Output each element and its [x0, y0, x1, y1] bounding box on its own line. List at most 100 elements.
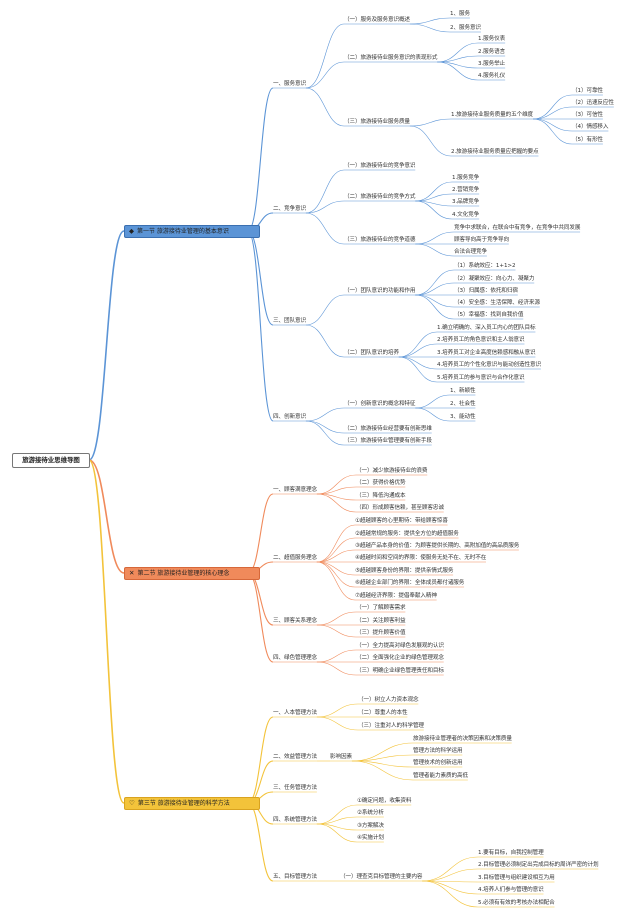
node-b3[interactable]: 三、顾客关系理念 — [273, 618, 317, 624]
node-a1-1-1[interactable]: 1、服务 — [450, 11, 470, 17]
node-c2-1-3[interactable]: 管理技术的创新运用 — [413, 760, 463, 766]
node-a1-2-2[interactable]: 2.服务语言 — [478, 49, 506, 55]
node-b2-2[interactable]: ②超越常规的服务：提供全方位的超值服务 — [355, 531, 459, 537]
node-a2-1[interactable]: （一）旅游接待业的竞争意识 — [344, 163, 416, 169]
node-a1[interactable]: 一、服务意识 — [273, 81, 306, 87]
node-c1-2[interactable]: （二）尊重人的本性 — [358, 710, 408, 716]
node-b2-6[interactable]: ⑥超越企业部门的界限：全体成员都付诸服务 — [355, 580, 465, 586]
connector-line — [88, 230, 125, 461]
node-b4-2[interactable]: （二）全面强化企业的绿色管理观念 — [356, 655, 444, 661]
connector-line — [88, 459, 125, 574]
node-b2-4[interactable]: ④超越时间和空间的界限：使服务无处不在、无时不在 — [355, 555, 487, 561]
node-b2-7[interactable]: ⑦超越经济界限：提倡奉献入精神 — [355, 593, 437, 599]
node-c2-1[interactable]: 影响因素 — [330, 754, 352, 760]
node-c5-1-3[interactable]: 3.目标管理与组织建设相互为用 — [478, 875, 555, 881]
node-c5-1-4[interactable]: 4.培养人们参与管理的意识 — [478, 887, 544, 893]
node-a3-1-5[interactable]: （5）幸福感：找到自我价值 — [454, 312, 524, 318]
node-c2-1-1[interactable]: 旅游接待业管理者的决策因素和决策质量 — [413, 736, 512, 742]
node-a2[interactable]: 二、竞争意识 — [273, 206, 306, 212]
node-a3-1-1[interactable]: （1）系统效应：1+1>2 — [454, 263, 516, 269]
node-c4-1[interactable]: ①确定问题，收集资料 — [357, 798, 412, 804]
node-a2-3[interactable]: （三）旅游接待业的竞争道德 — [344, 237, 416, 243]
node-a1-3-1-2[interactable]: （2）迅速反应性 — [572, 100, 614, 106]
node-a3[interactable]: 三、团队意识 — [273, 318, 306, 324]
node-a4-3[interactable]: （三）旅游接待业管理要有创新手段 — [344, 438, 432, 444]
node-a2-3-2[interactable]: 顾客导向高于竞争导向 — [454, 237, 509, 243]
node-a4-1[interactable]: （一）创新意识的概念和特征 — [344, 401, 416, 407]
node-c4-4[interactable]: ④实施计划 — [357, 835, 384, 841]
node-b4[interactable]: 四、绿色管理理念 — [273, 655, 317, 661]
node-a4-2[interactable]: （二）旅游接待业经营要有创新思维 — [344, 426, 432, 432]
node-b4-3[interactable]: （三）明确企业绿色管理责任和目标 — [356, 668, 444, 674]
node-a4[interactable]: 四、创新意识 — [273, 414, 306, 420]
node-a1-3-1-1[interactable]: （1）可靠性 — [572, 88, 603, 94]
node-c4[interactable]: 四、系统管理方法 — [273, 817, 317, 823]
connector-line — [305, 294, 345, 326]
node-b1-3[interactable]: （三）降低沟通成本 — [356, 493, 406, 499]
node-c1[interactable]: 一、人本管理方法 — [273, 710, 317, 716]
node-a2-2-2[interactable]: 2.营销竞争 — [452, 187, 480, 193]
node-a2-3-3[interactable]: 合法合理竞争 — [454, 249, 487, 255]
node-a1-2-3[interactable]: 3.服务举止 — [478, 61, 506, 67]
connector-line — [316, 804, 358, 825]
node-c5-1[interactable]: （一）理查克目标管理的主要内容 — [340, 874, 423, 880]
node-a3-1-3[interactable]: （3）归属感：依托和归宿 — [454, 288, 518, 294]
node-c5-1-5[interactable]: 5.必须有有效的考核办法相配合 — [478, 900, 555, 906]
section-2-node[interactable]: ✕第二节 旅游接待业管理的核心理念 — [124, 567, 260, 580]
node-b2-1[interactable]: ①超越顾客的心里期待：带给顾客惊喜 — [355, 518, 448, 524]
node-a3-2-3[interactable]: 3.培养员工对企业高度信赖感和融从意识 — [437, 350, 536, 356]
node-a1-3-1-4[interactable]: （4）情感移入 — [572, 124, 609, 130]
node-a3-2-1[interactable]: 1.确立明确的、深入员工内心的团队目标 — [437, 325, 536, 331]
node-a1-1[interactable]: （一）服务及服务意识概述 — [344, 17, 410, 23]
node-a2-2-4[interactable]: 4.文化竞争 — [452, 212, 480, 218]
node-a1-2-1[interactable]: 1.服务仪表 — [478, 36, 506, 42]
node-c3[interactable]: 三、任务管理方法 — [273, 785, 317, 791]
node-b2[interactable]: 二、超值服务理念 — [273, 555, 317, 561]
node-a4-1-1[interactable]: 1、新颖性 — [450, 388, 476, 394]
node-c5-1-2[interactable]: 2.目标管理必须制定出完成目标的周详严密的计划 — [478, 862, 599, 868]
node-c1-3[interactable]: （三）注重对人的科学管理 — [358, 723, 424, 729]
node-c2-1-4[interactable]: 管理者能力素质的高低 — [413, 773, 468, 779]
node-a4-1-2[interactable]: 2、社会性 — [450, 401, 476, 407]
node-a1-3-1-5[interactable]: （5）有形性 — [572, 137, 603, 143]
node-b3-1[interactable]: （一）了解顾客需求 — [356, 605, 406, 611]
node-a2-3-1[interactable]: 竞争中求联合，在联合中有竞争，在竞争中共同发展 — [454, 225, 581, 231]
node-a1-3-1[interactable]: 1.旅游接待业服务质量的五个维度 — [451, 112, 534, 118]
node-a3-1-2[interactable]: （2）凝聚效应：向心力、凝聚力 — [454, 276, 535, 282]
node-a3-1[interactable]: （一）团队意识的功能和作用 — [344, 288, 416, 294]
node-c2[interactable]: 二、效益管理方法 — [273, 754, 317, 760]
node-c4-2[interactable]: ②系统分析 — [357, 810, 384, 816]
node-b2-5[interactable]: ⑤超越顾客身份的界限：提供亲情式服务 — [355, 568, 454, 574]
root-node[interactable]: 旅游接待业思维导图 — [12, 453, 90, 468]
node-a3-2-5[interactable]: 5.培养员工的参与意识与合作化意识 — [437, 375, 525, 381]
node-a1-2-4[interactable]: 4.服务礼仪 — [478, 73, 506, 79]
section-3-node[interactable]: ♡第三节 旅游接待业管理的科学方法 — [124, 797, 260, 810]
node-a3-2[interactable]: （二）团队意识的培养 — [344, 350, 399, 356]
node-a1-3-2[interactable]: 2.旅游接待业服务质量应把握的要点 — [451, 149, 539, 155]
node-b4-1[interactable]: （一）全力提高对绿色发展观的认识 — [356, 643, 444, 649]
node-c1-1[interactable]: （一）树立人力资本观念 — [358, 697, 419, 703]
node-a2-2[interactable]: （二）旅游接待业的竞争方式 — [344, 194, 416, 200]
node-b3-2[interactable]: （二）关注顾客利益 — [356, 618, 406, 624]
node-a1-3[interactable]: （三）旅游接待业服务质量 — [344, 119, 410, 125]
node-b1-4[interactable]: （四）形成顾客信赖，甚至顾客忠诚 — [356, 505, 444, 511]
section-1-node[interactable]: ◆第一节 旅游接待业管理的基本意识 — [124, 225, 260, 238]
node-c4-3[interactable]: ③方案解决 — [357, 823, 384, 829]
node-b1-1[interactable]: （一）减少旅游接待业的浪费 — [356, 468, 428, 474]
node-c5-1-1[interactable]: 1.要有目标，自我控制管理 — [478, 850, 544, 856]
node-b2-3[interactable]: ③超越产品本身的价值：为顾客提供长期的、高附加值的高品质服务 — [355, 543, 520, 549]
node-c2-1-2[interactable]: 管理方法的科学运用 — [413, 748, 463, 754]
node-c5[interactable]: 五、目标管理方法 — [273, 874, 317, 880]
node-a3-1-4[interactable]: （4）安全感：生活保障、经济来源 — [454, 300, 540, 306]
node-a2-2-1[interactable]: 1.服务竞争 — [452, 175, 480, 181]
node-a3-2-4[interactable]: 4.培养员工的个性化意识与能动创造性意识 — [437, 362, 542, 368]
node-a1-2[interactable]: （二）旅游接待业服务意识的表现形式 — [344, 55, 438, 61]
node-b1-2[interactable]: （二）获得价格优势 — [356, 480, 406, 486]
node-a2-2-3[interactable]: 3.品牌竞争 — [452, 199, 480, 205]
node-a1-3-1-3[interactable]: （3）可信性 — [572, 112, 603, 118]
node-b3-3[interactable]: （三）提升顾客价值 — [356, 630, 406, 636]
node-a1-1-2[interactable]: 2、服务意识 — [450, 25, 481, 31]
node-a3-2-2[interactable]: 2.培养员工的角色意识和主人翁意识 — [437, 337, 525, 343]
node-b1[interactable]: 一、顾客满意理念 — [273, 487, 317, 493]
node-a4-1-3[interactable]: 3、能动性 — [450, 414, 476, 420]
